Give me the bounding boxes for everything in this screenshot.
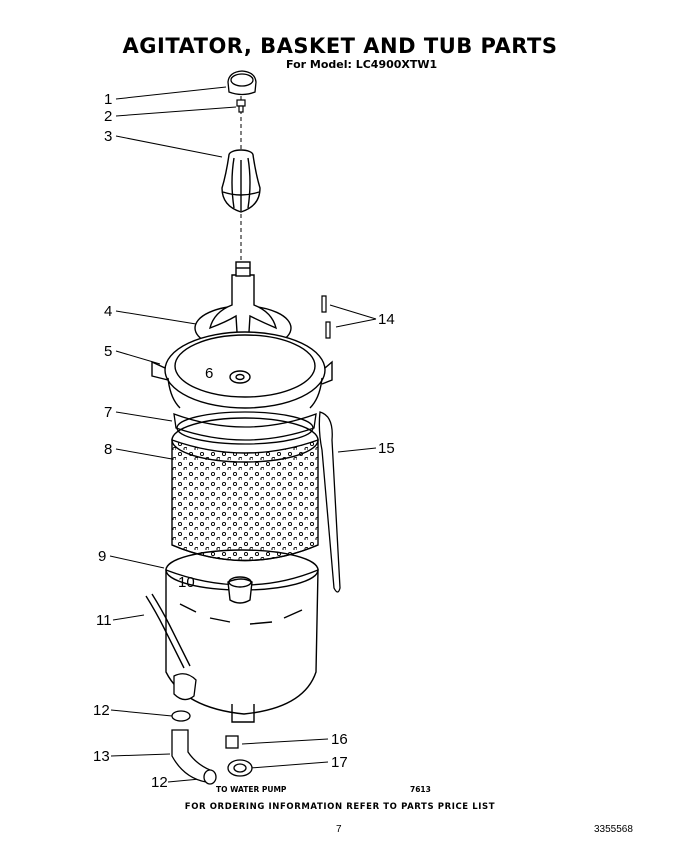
page-title: AGITATOR, BASKET AND TUB PARTS	[122, 34, 558, 58]
clip-parts	[321, 295, 331, 339]
callout-4: 4	[104, 303, 113, 320]
callout-7: 7	[104, 404, 113, 421]
callout-10: 10	[178, 574, 195, 591]
callout-16: 16	[331, 731, 348, 748]
callout-2: 2	[104, 108, 113, 125]
balance-ring-part	[173, 411, 317, 445]
callout-8: 8	[104, 441, 113, 458]
drain-fittings	[171, 673, 253, 785]
callout-6: 6	[205, 365, 214, 382]
callout-12-fitting: 12	[151, 774, 168, 791]
callout-9: 9	[98, 548, 107, 565]
ordering-note: FOR ORDERING INFORMATION REFER TO PARTS …	[184, 802, 496, 812]
to-water-pump-note: TO WATER PUMP	[216, 785, 287, 794]
model-subtitle: For Model: LC4900XTW1	[286, 58, 438, 71]
callout-14: 14	[378, 311, 395, 328]
callout-1: 1	[104, 91, 113, 108]
agitator-barrel-part	[221, 149, 261, 213]
callout-11: 11	[96, 612, 112, 629]
drawing-number: 7613	[410, 785, 431, 794]
bolt-part	[236, 99, 246, 113]
outer-tub-part	[165, 549, 319, 723]
callout-13: 13	[93, 748, 110, 765]
callout-12-clamp: 12	[93, 702, 110, 719]
document-number: 3355568	[594, 824, 633, 835]
baffle-part	[318, 411, 341, 593]
callout-5: 5	[104, 343, 113, 360]
overflow-hose-part	[145, 593, 191, 669]
tub-ring-part	[151, 331, 333, 409]
callout-15: 15	[378, 440, 395, 457]
agitator-cap-part	[227, 70, 257, 96]
basket-part	[171, 417, 319, 562]
page-number: 7	[336, 824, 342, 835]
callout-3: 3	[104, 128, 113, 145]
callout-17: 17	[331, 754, 348, 771]
